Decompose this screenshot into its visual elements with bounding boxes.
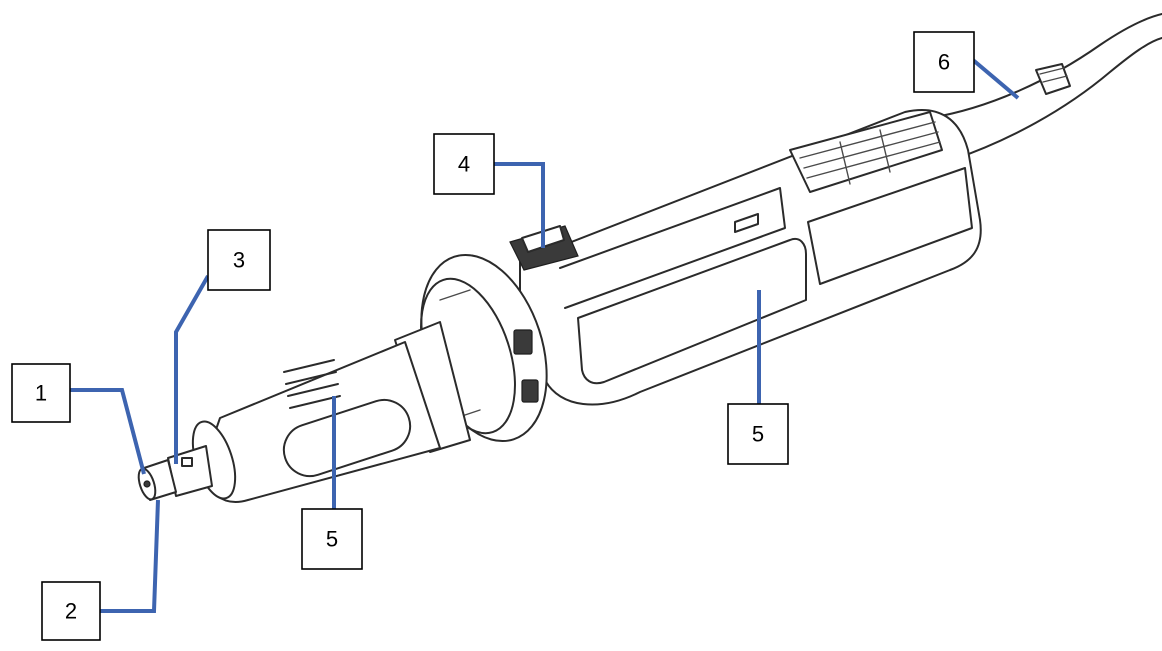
collet-nut <box>137 459 177 501</box>
callout-2: 2 <box>41 581 101 641</box>
neck-housing <box>191 321 471 503</box>
callout-3-number: 3 <box>233 248 245 273</box>
leader-6 <box>971 58 1020 100</box>
motor-housing <box>519 109 982 406</box>
callout-5-body: 5 <box>727 403 789 465</box>
leader-1 <box>70 388 146 475</box>
callout-4: 4 <box>433 133 495 195</box>
callout-5-neck-number: 5 <box>326 527 338 552</box>
callout-6: 6 <box>913 31 975 93</box>
callout-1-number: 1 <box>35 381 47 406</box>
leader-4 <box>494 162 545 248</box>
callout-5-body-number: 5 <box>752 422 764 447</box>
callout-4-number: 4 <box>458 152 470 177</box>
leader-2 <box>100 499 160 613</box>
power-cable <box>929 13 1162 161</box>
callout-1: 1 <box>11 363 71 423</box>
callout-6-number: 6 <box>938 50 950 75</box>
leader-3 <box>174 275 210 464</box>
callout-5-neck: 5 <box>301 508 363 570</box>
callout-3: 3 <box>207 229 271 291</box>
leader-lines <box>70 58 1020 613</box>
callout-2-number: 2 <box>65 599 77 624</box>
